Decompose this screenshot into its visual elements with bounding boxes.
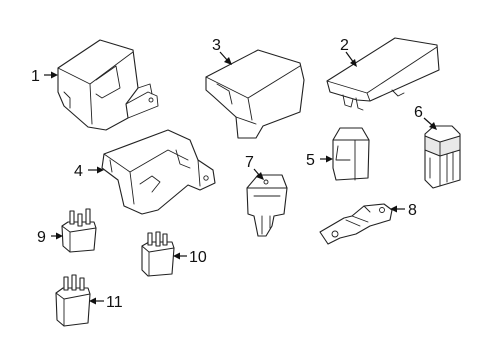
callout-11: 11 <box>106 294 123 311</box>
callout-10: 10 <box>189 249 207 266</box>
part-6-cartridge-fuse <box>424 125 461 189</box>
part-7-blade-fuse <box>246 174 288 237</box>
leader-lines <box>44 51 437 305</box>
callout-7: 7 <box>245 154 254 171</box>
callout-2: 2 <box>340 37 349 54</box>
callout-1: 1 <box>31 68 40 85</box>
part-10-relay <box>141 231 175 277</box>
part-5-maxi-fuse <box>332 127 370 181</box>
part-8-fusible-link <box>319 203 393 245</box>
callout-5: 5 <box>306 152 315 169</box>
part-9-relay <box>61 208 97 253</box>
part-11-relay <box>55 274 91 327</box>
part-3-fuse-box-cover <box>205 49 305 139</box>
part-4-fuse-box-bracket <box>101 129 216 215</box>
callout-6: 6 <box>414 104 423 121</box>
part-1-junction-box-cover <box>57 39 159 131</box>
callout-labels: 1 2 3 4 5 6 7 8 9 10 11 <box>31 37 423 311</box>
part-2-relay-box-lid <box>326 37 440 111</box>
callout-9: 9 <box>37 229 46 246</box>
callout-3: 3 <box>212 37 221 54</box>
callout-8: 8 <box>408 202 417 219</box>
callout-4: 4 <box>74 163 83 180</box>
